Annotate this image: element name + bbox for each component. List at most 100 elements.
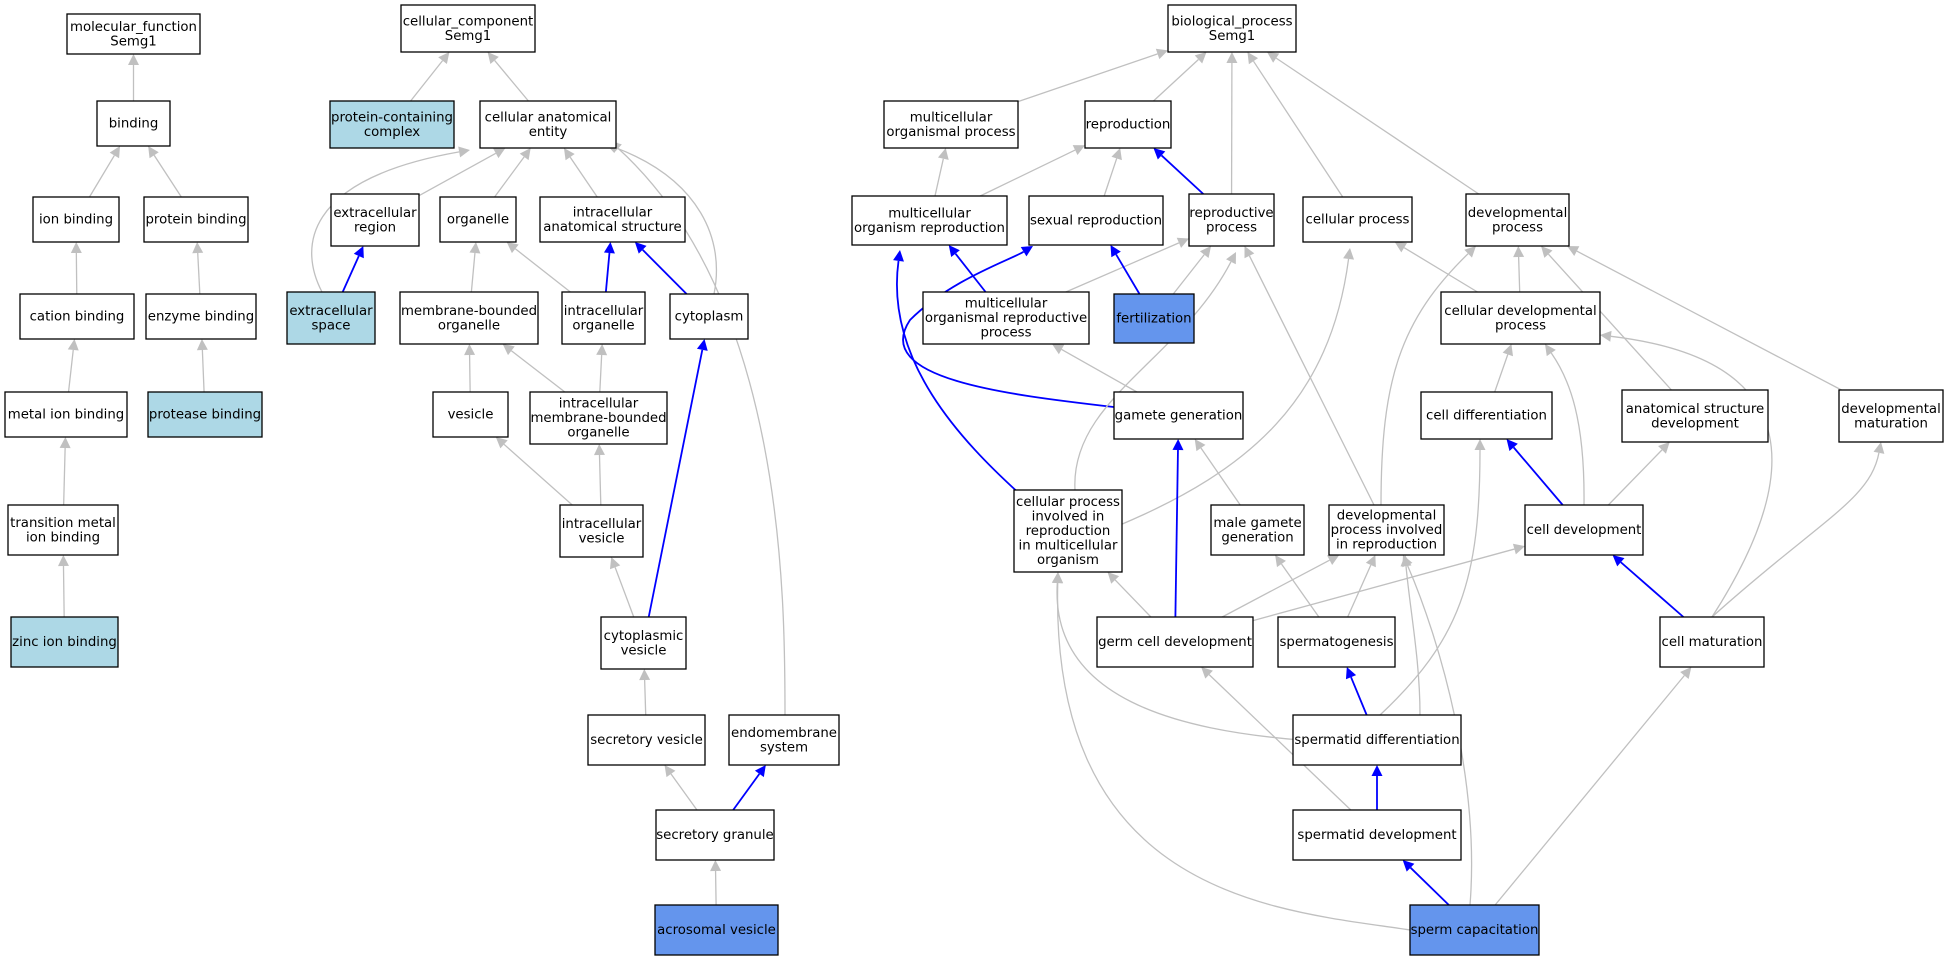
node-ion-binding[interactable]: ion binding: [32, 196, 120, 243]
edge-spermatid-dev-to-germ-cell-dev: [1201, 667, 1352, 811]
node-label-line: protein binding: [145, 213, 246, 228]
node-box: [1292, 714, 1462, 766]
edge-cell-maturation-to-cell-dev-proc: [1600, 330, 1773, 618]
node-box: [32, 196, 120, 243]
node-secretory-granule[interactable]: secretory granule: [655, 809, 775, 861]
edge-transition-metal-to-metal-ion-binding-arrowhead: [59, 437, 71, 449]
edge-cytoplasmic-vesicle-to-intracell-vesicle-arrowhead: [609, 557, 621, 570]
edge-cell-development-to-cell-dev-proc-arrowhead: [1545, 344, 1556, 357]
edge-metal-ion-binding-to-cation-binding-line: [67, 349, 74, 393]
edge-gamete-generation-to-multicell-org-repro-proc: [1052, 344, 1138, 393]
node-box: [286, 291, 376, 345]
node-cell-differentiation[interactable]: cell differentiation: [1420, 391, 1553, 440]
edge-intracell-organelle-to-intracell-anat-struct-arrowhead: [603, 242, 615, 254]
node-box: [330, 193, 420, 247]
edge-germ-cell-dev-to-gamete-generation-line: [1174, 449, 1179, 618]
node-spermatid-diff[interactable]: spermatid differentiation: [1292, 714, 1462, 766]
edge-sperm-capacitation-to-cell-proc-repro-arrowhead: [1052, 572, 1064, 584]
edge-dev-proc-repro-to-reproductive-proc: [1244, 246, 1375, 506]
node-label-line: developmental: [1337, 509, 1437, 524]
node-box: [479, 100, 617, 149]
node-organelle[interactable]: organelle: [439, 196, 517, 243]
node-box: [1292, 809, 1462, 861]
edge-intracell-anat-struct-to-cell-anat-entity-line: [569, 156, 598, 198]
node-secretory-vesicle[interactable]: secretory vesicle: [587, 714, 706, 766]
edge-secretory-granule-to-endomembrane-line: [732, 773, 761, 811]
node-sexual-repro[interactable]: sexual reproduction: [1028, 195, 1164, 246]
edge-binding-to-mf-arrowhead: [128, 54, 139, 65]
edge-reproductive-proc-to-reproduction-arrowhead: [1153, 148, 1166, 160]
node-zinc-ion-binding[interactable]: zinc ion binding: [10, 616, 119, 668]
node-cell-maturation[interactable]: cell maturation: [1659, 616, 1765, 668]
edge-acrosomal-vesicle-to-secretory-granule-arrowhead: [710, 860, 722, 872]
node-enzyme-binding[interactable]: enzyme binding: [145, 293, 257, 340]
edge-germ-cell-dev-to-gamete-generation-arrowhead: [1172, 439, 1184, 451]
node-sperm-capacitation[interactable]: sperm capacitation: [1409, 904, 1540, 956]
edge-multicell-org-repro-to-reproduction-line: [979, 149, 1076, 197]
node-cell-development[interactable]: cell development: [1524, 504, 1644, 556]
edge-cell-dev-proc-to-cellular-process-arrowhead: [1394, 242, 1407, 253]
edge-acrosomal-vesicle-to-secretory-granule: [710, 860, 722, 906]
node-label-line: maturation: [1854, 416, 1928, 431]
node-protein-binding[interactable]: protein binding: [143, 196, 249, 243]
edge-transition-metal-to-metal-ion-binding: [59, 437, 71, 506]
edge-cell-proc-repro-to-multicell-org-repro-arrowhead: [893, 250, 904, 262]
node-spermatid-dev[interactable]: spermatid development: [1292, 809, 1462, 861]
node-reproduction[interactable]: reproduction: [1084, 100, 1172, 149]
edge-membrane-bounded-to-organelle-line: [470, 252, 476, 293]
node-label-line: region: [354, 220, 396, 235]
edge-secretory-granule-to-secretory-vesicle-line: [670, 773, 698, 811]
node-cellular-process[interactable]: cellular process: [1302, 196, 1413, 243]
node-metal-ion-binding[interactable]: metal ion binding: [4, 391, 128, 438]
node-box: [539, 196, 686, 243]
edge-dev-proc-repro-to-developmental-proc: [1380, 246, 1476, 506]
edge-organelle-to-cell-anat-entity-line: [494, 156, 525, 198]
node-cation-binding[interactable]: cation binding: [19, 293, 135, 340]
node-label-line: cellular_component: [403, 14, 534, 29]
edge-intracell-organelle-to-intracell-anat-struct: [603, 242, 615, 293]
node-box: [19, 293, 135, 340]
node-protease-binding[interactable]: protease binding: [147, 391, 263, 438]
node-cytoplasm[interactable]: cytoplasm: [669, 293, 749, 340]
node-binding[interactable]: binding: [96, 100, 171, 147]
node-label-line: Semg1: [1209, 29, 1255, 44]
node-germ-cell-dev[interactable]: germ cell development: [1096, 616, 1254, 668]
edge-multicell-org-proc-to-bp: [1017, 48, 1168, 103]
node-label-line: protein-containing: [331, 110, 453, 125]
node-fertilization[interactable]: fertilization: [1113, 293, 1195, 344]
edge-cation-binding-to-ion-binding-arrowhead: [70, 242, 82, 254]
edge-sexual-repro-to-reproduction-line: [1103, 158, 1118, 197]
node-label-line: anatomical structure: [543, 220, 681, 235]
node-gamete-generation[interactable]: gamete generation: [1113, 391, 1244, 440]
node-vesicle[interactable]: vesicle: [432, 391, 509, 438]
node-spermatogenesis[interactable]: spermatogenesis: [1277, 616, 1396, 668]
node-acrosomal-vesicle[interactable]: acrosomal vesicle: [654, 904, 779, 956]
